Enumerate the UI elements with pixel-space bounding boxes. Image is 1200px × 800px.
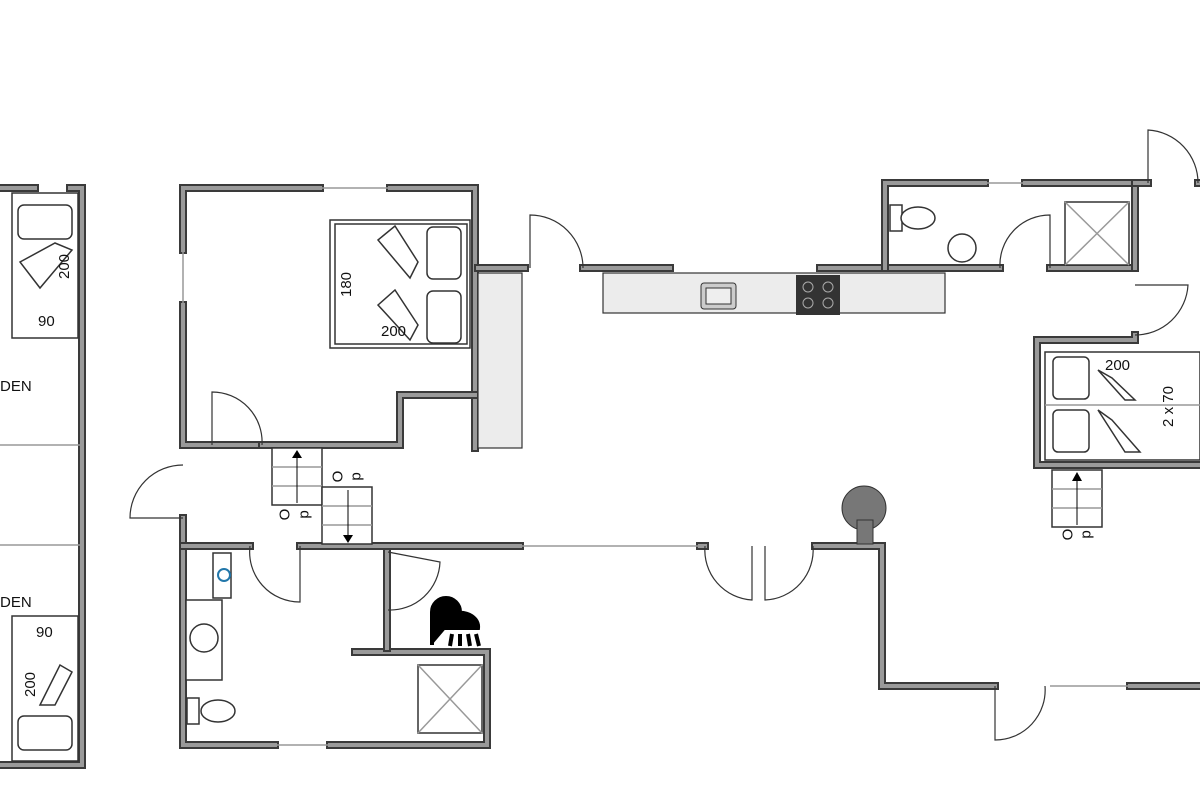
hob-icon	[796, 275, 840, 315]
bathroom-fixtures	[185, 201, 1130, 734]
bed-width-label: 180	[338, 271, 356, 298]
wall	[181, 516, 277, 747]
stair-label: p	[347, 472, 365, 481]
walls	[0, 179, 1200, 769]
single-bed-top	[11, 192, 79, 339]
kitchen-counter	[602, 272, 946, 314]
bed-size-label: 2 x 70	[1159, 386, 1177, 427]
bed-width-label: 90	[36, 624, 53, 641]
twin-beds	[1044, 351, 1200, 461]
room-label: DEN	[0, 378, 32, 395]
stair-label: O	[276, 508, 294, 521]
wall	[1035, 333, 1200, 467]
stair-label: O	[1059, 528, 1077, 541]
wall	[181, 303, 264, 447]
wall	[179, 184, 324, 254]
wall	[260, 393, 477, 447]
wall	[258, 391, 479, 449]
single-bed-bottom	[11, 615, 79, 762]
double-bed	[329, 219, 471, 349]
bed-length-label: 200	[56, 253, 74, 280]
wall	[813, 544, 997, 688]
stair-label: p	[295, 510, 313, 519]
doors	[129, 129, 1199, 741]
room-label: DEN	[0, 594, 32, 611]
stair-label: p	[1077, 530, 1095, 539]
bed-length-label: 200	[381, 323, 407, 340]
wall	[388, 186, 477, 450]
stairs	[271, 447, 1103, 545]
bed-length-label: 200	[1105, 357, 1131, 374]
wall	[811, 542, 999, 690]
shower-icon	[430, 596, 481, 647]
stair-label: O	[329, 470, 347, 483]
windows	[0, 182, 1130, 746]
wall	[883, 181, 987, 270]
wall	[328, 650, 489, 747]
storage-cabinet	[477, 272, 523, 449]
wall	[181, 186, 322, 252]
wall	[179, 301, 266, 449]
stove-icon	[841, 485, 887, 545]
bed-length-label: 200	[22, 671, 40, 698]
bed-width-label: 90	[38, 313, 55, 330]
wall	[0, 186, 84, 767]
